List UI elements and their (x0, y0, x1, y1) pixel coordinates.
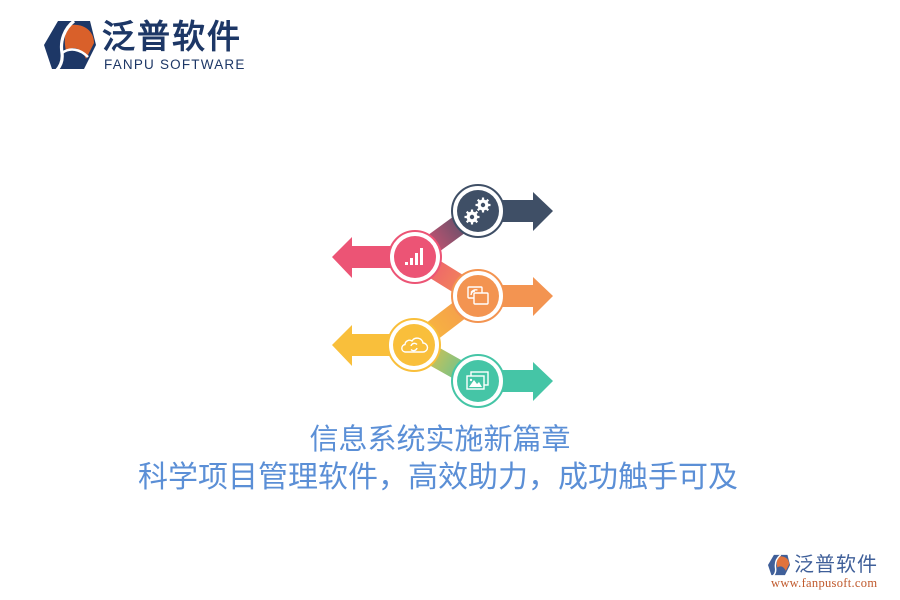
image-gallery-icon (466, 371, 489, 390)
watermark-chinese-text: 泛普软件 (794, 552, 878, 576)
fanpu-logo-icon (44, 19, 96, 71)
step-1-node (451, 184, 505, 238)
step-4-node (387, 318, 441, 372)
brand-logo: 泛普软件 FANPU SOFTWARE (40, 14, 270, 76)
bar-chart-icon (405, 248, 423, 265)
screen-share-icon (467, 286, 489, 305)
watermark: 泛普软件 www.fanpusoft.com (768, 551, 893, 593)
watermark-url: www.fanpusoft.com (771, 576, 878, 590)
logo-chinese-text: 泛普软件 (102, 17, 242, 56)
cloud-sync-icon (401, 337, 429, 353)
watermark-logo-icon (768, 554, 790, 576)
logo-english-text: FANPU SOFTWARE (104, 57, 246, 72)
headline-line-2: 科学项目管理软件，高效助力，成功触手可及 (138, 460, 738, 495)
step-3-node (451, 269, 505, 323)
headline-line-1: 信息系统实施新篇章 (309, 422, 571, 456)
step-5-node (451, 354, 505, 408)
gears-icon (464, 197, 491, 225)
step-2-node (388, 230, 442, 284)
